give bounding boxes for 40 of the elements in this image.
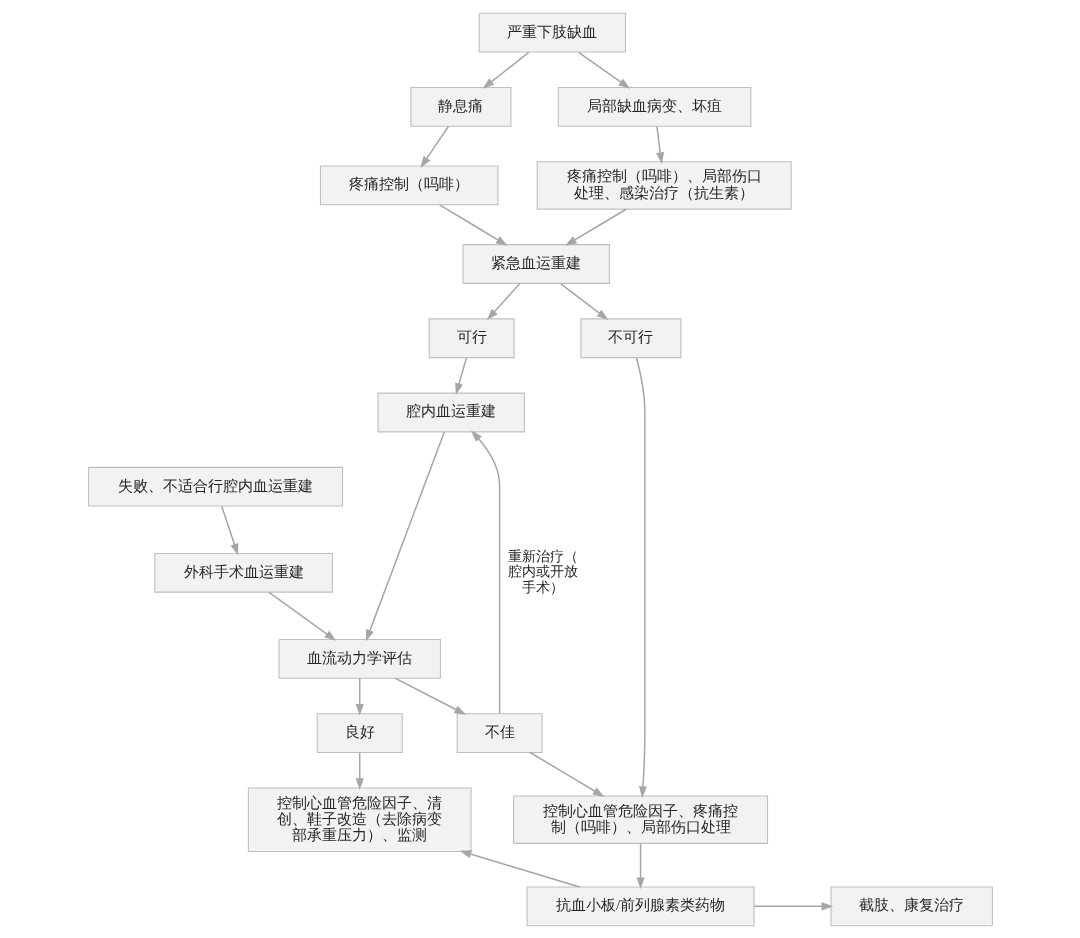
node-box: 良好	[316, 712, 403, 753]
node-box: 疼痛控制（吗啡）、局部伤口处理、感染治疗（抗生素）	[536, 160, 792, 210]
arrow	[220, 505, 238, 555]
arrow	[636, 842, 645, 889]
node-box: 不可行	[579, 317, 681, 358]
node-box: 疼痛控制（吗啡）	[319, 165, 499, 205]
arrow	[454, 356, 467, 395]
node-box: 腔内血运重建	[377, 392, 525, 432]
arrow	[655, 125, 664, 164]
arrow	[482, 51, 530, 89]
arrow	[486, 282, 520, 320]
arrow	[419, 125, 449, 168]
arrow	[438, 203, 508, 246]
edge-label: 重新治疗（腔内或开放手术）	[507, 548, 578, 595]
arrow	[564, 208, 627, 246]
node-box: 紧急血运重建	[462, 243, 610, 284]
arrow	[635, 356, 647, 798]
node-box: 控制心血管危险因子、清创、鞋子改造（去除病变部承重压力）、监测	[247, 786, 472, 852]
arrow	[355, 677, 364, 716]
node-box: 外科手术血运重建	[153, 552, 333, 593]
arrow	[577, 51, 630, 89]
node-box: 控制心血管危险因子、疼痛控制（吗啡）、局部伤口处理	[512, 795, 768, 844]
node-box: 失败、不适合行腔内血运重建	[87, 466, 343, 507]
arrow	[470, 429, 500, 714]
arrow	[365, 430, 445, 641]
node-box: 可行	[428, 317, 515, 358]
arrow	[459, 849, 580, 888]
arrow	[559, 282, 608, 320]
node-box: 严重下肢缺血	[478, 12, 626, 53]
node-box: 截肢、康复治疗	[829, 885, 993, 926]
arrow	[355, 751, 364, 790]
node-box: 血流动力学评估	[278, 638, 441, 679]
arrow	[394, 677, 466, 715]
arrow	[528, 751, 604, 797]
node-box: 局部缺血病变、坏疽	[557, 86, 751, 127]
node-box: 不佳	[456, 712, 543, 753]
arrow	[267, 591, 336, 641]
arrow	[753, 901, 833, 910]
node-box: 静息痛	[409, 86, 511, 127]
node-box: 抗血小板/前列腺素类药物	[526, 885, 755, 926]
